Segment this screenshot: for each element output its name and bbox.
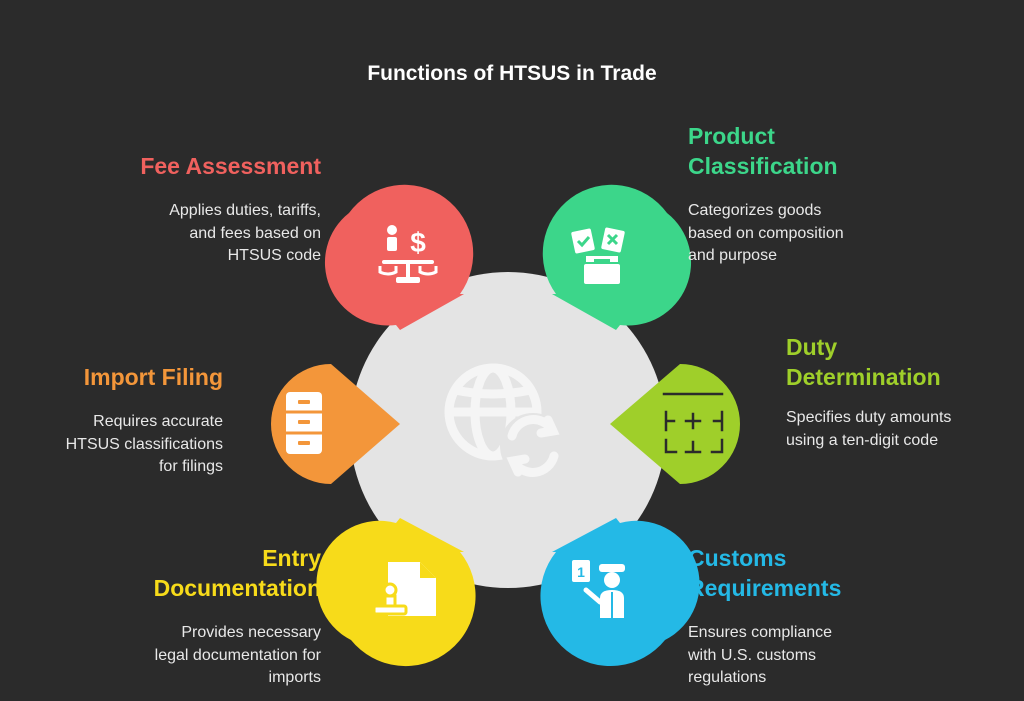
desc-entry-documentation: Provides necessary legal documentation f… bbox=[154, 624, 321, 686]
heading-entry-documentation: Entry Documentation bbox=[153, 545, 321, 601]
desc-duty-determination: Specifies duty amounts using a ten-digit… bbox=[786, 409, 952, 449]
heading-product-classification: Product Classification bbox=[688, 123, 838, 179]
pin-fee-assessment bbox=[324, 184, 474, 330]
customs-officer-icon: 1 bbox=[572, 560, 625, 618]
desc-import-filing: Requires accurate HTSUS classifications … bbox=[65, 413, 223, 475]
heading-customs-requirements: Customs Requirements bbox=[688, 545, 842, 601]
calculator-grid-icon bbox=[662, 392, 724, 454]
page-title: Functions of HTSUS in Trade bbox=[367, 62, 657, 85]
globe-sync-icon bbox=[444, 363, 566, 479]
heading-duty-determination: Duty Determination bbox=[786, 334, 941, 390]
desc-product-classification: Categorizes goods based on composition a… bbox=[688, 202, 844, 264]
svg-text:$: $ bbox=[410, 227, 426, 258]
ballot-box-icon bbox=[571, 227, 625, 284]
heading-fee-assessment: Fee Assessment bbox=[140, 153, 321, 179]
desc-fee-assessment: Applies duties, tariffs, and fees based … bbox=[169, 202, 321, 264]
svg-text:1: 1 bbox=[577, 564, 585, 580]
scale-dollar-icon: $ bbox=[378, 225, 438, 283]
heading-import-filing: Import Filing bbox=[83, 364, 223, 390]
desc-customs-requirements: Ensures compliance with U.S. customs reg… bbox=[688, 624, 833, 686]
stamped-document-icon bbox=[372, 562, 436, 616]
file-cabinet-icon bbox=[286, 392, 322, 454]
